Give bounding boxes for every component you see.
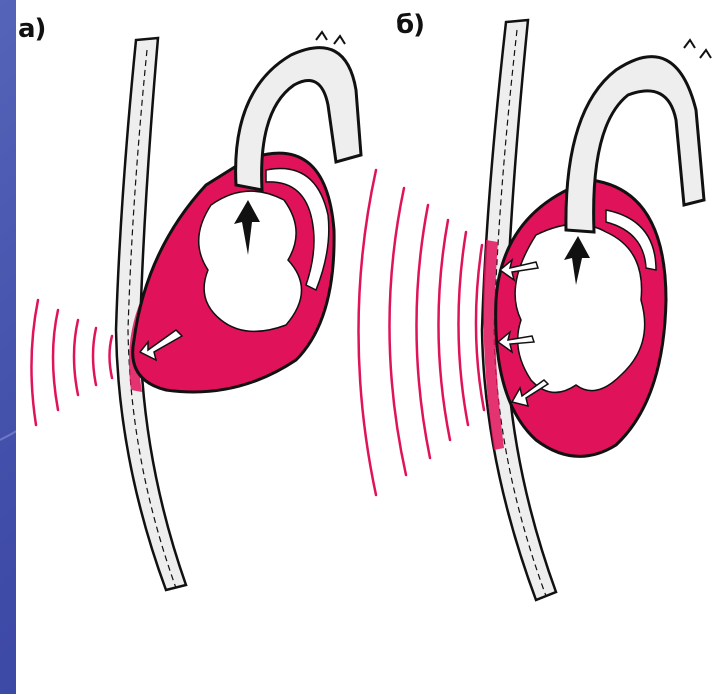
heart-a xyxy=(133,153,334,392)
heart-diagram xyxy=(16,0,725,694)
sound-waves-a xyxy=(31,300,112,425)
figure-panel: а) б) xyxy=(16,0,725,694)
sound-waves-b xyxy=(359,170,485,495)
